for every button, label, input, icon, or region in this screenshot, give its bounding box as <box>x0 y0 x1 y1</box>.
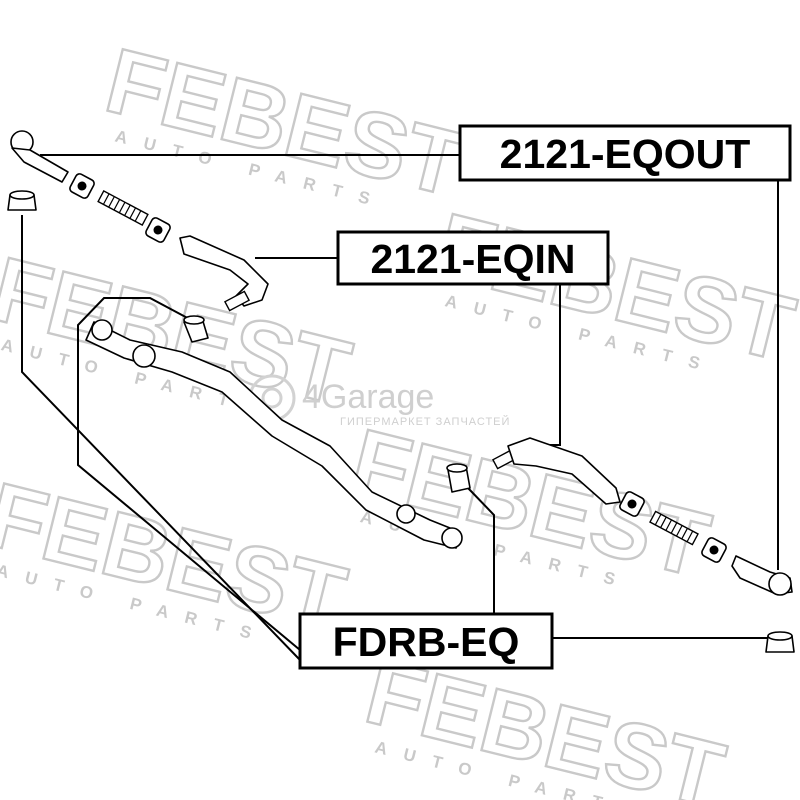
lock-nut-hole <box>77 181 87 191</box>
ball-joint-stud <box>768 572 792 596</box>
part-number-2121-eqin: 2121-EQIN <box>370 236 575 282</box>
label-box <box>336 230 610 286</box>
label-outer-tie-rod-end: 2121-EQOUT <box>458 124 792 182</box>
inner-rod-thread <box>223 290 251 312</box>
bushing-upper <box>183 315 209 343</box>
boot-top <box>767 631 793 641</box>
center-link-eye-left <box>91 319 113 341</box>
leader-bushing-1 <box>21 215 301 661</box>
leader-lines <box>21 154 780 661</box>
part-number-2121-eqout: 2121-EQOUT <box>500 131 751 177</box>
lock-nut-hole <box>627 499 637 509</box>
leader-bushing-3 <box>467 487 495 622</box>
bushing-lower <box>446 463 471 493</box>
label-bushing: FDRB-EQ <box>298 612 554 670</box>
tie-rod-end-arm <box>11 147 69 183</box>
febest-watermark-logo: FEBEST <box>427 194 800 381</box>
center-link <box>85 319 463 549</box>
site-logo-hub <box>261 387 283 409</box>
center-link-pivot <box>132 344 156 368</box>
site-watermark-sub: ГИПЕРМАРКЕТ ЗАПЧАСТЕЙ <box>340 415 510 428</box>
febest-watermark-logo: FEBEST <box>97 30 474 217</box>
leader-bushing-2 <box>77 297 301 651</box>
center-link-eye-right <box>441 527 463 549</box>
lock-nut-hole <box>153 225 163 235</box>
label-box <box>298 612 554 670</box>
part-number-fdrb-eq: FDRB-EQ <box>333 619 520 665</box>
label-inner-tie-rod-end: 2121-EQIN <box>336 230 610 286</box>
bushing-top <box>183 315 205 325</box>
lock-nut-hole <box>709 545 719 555</box>
inner-rod-end-body <box>179 235 269 307</box>
site-watermark-name: 4Garage <box>302 378 434 416</box>
boot-top <box>9 190 35 200</box>
inner-rod-end-body <box>507 437 621 505</box>
site-watermark: 4Garage ГИПЕРМАРКЕТ ЗАПЧАСТЕЙ <box>248 374 510 428</box>
label-box <box>458 124 792 182</box>
center-link-eye-mid <box>396 504 416 524</box>
inner-tie-rod-end-upper <box>179 235 269 312</box>
inner-tie-rod-end-lower <box>491 437 621 505</box>
bushing-top <box>446 463 468 473</box>
adjusting-sleeve <box>97 190 149 226</box>
outer-tie-rod-end-left <box>7 130 171 243</box>
outer-tie-rod-end-right <box>619 491 795 653</box>
